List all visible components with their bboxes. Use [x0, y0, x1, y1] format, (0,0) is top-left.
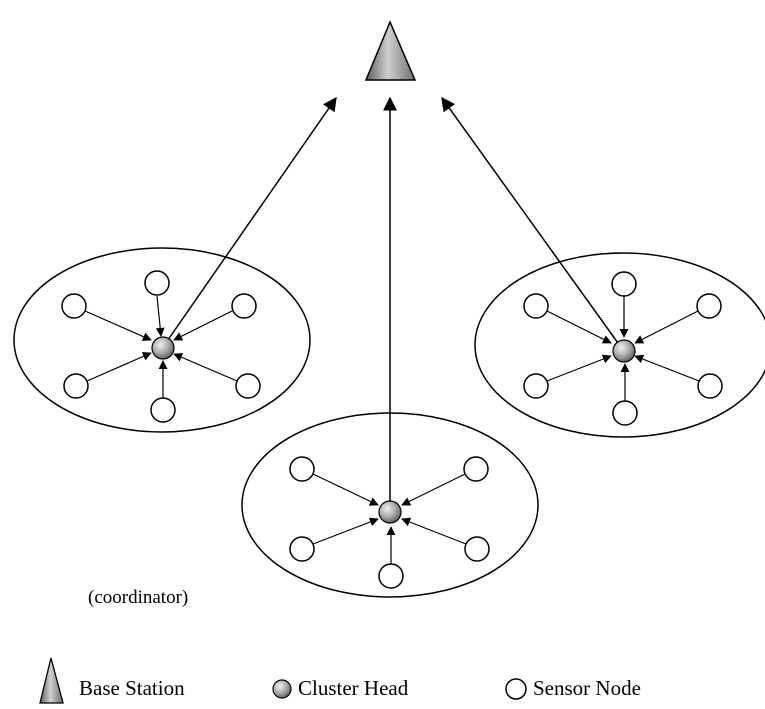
legend-cluster-head-label: Cluster Head	[298, 676, 409, 700]
cluster-boundary	[474, 252, 765, 438]
cluster-head-icon	[612, 339, 636, 363]
sensor-node-icon	[523, 293, 549, 319]
sensor-node-icon	[235, 373, 261, 399]
cluster-right	[474, 252, 765, 438]
cluster-boundary	[241, 412, 539, 598]
cluster-boundary	[13, 247, 311, 433]
cluster-head-icon	[151, 336, 175, 360]
sensor-node-icon	[150, 397, 176, 423]
sensor-node-icon	[63, 373, 89, 399]
sensor-node-icon	[612, 400, 638, 426]
sensor-node-icon	[464, 536, 490, 562]
legend-icons	[39, 657, 527, 704]
uplink-right	[441, 96, 624, 351]
base-station-icon	[364, 20, 417, 81]
sensor-node-icon	[289, 456, 315, 482]
legend-cluster-head-icon	[272, 679, 292, 699]
sensor-node-icon	[61, 293, 87, 319]
sensor-node-icon	[231, 293, 257, 319]
uplink-left	[162, 96, 337, 348]
sensor-node-icon	[289, 536, 315, 562]
sensor-node-icon	[696, 293, 722, 319]
sensor-node-icon	[611, 271, 637, 297]
sensor-node-icon	[378, 563, 404, 589]
sensor-node-icon	[144, 270, 170, 296]
sensor-node-icon	[523, 373, 549, 399]
coordinator-label: (coordinator)	[88, 587, 189, 608]
uplink-arrows	[162, 96, 624, 511]
legend-sensor-node-icon	[505, 678, 527, 700]
sensor-node-icon	[697, 373, 723, 399]
legend-base-station-label: Base Station	[79, 676, 185, 700]
legend-sensor-node-label: Sensor Node	[533, 676, 641, 700]
cluster-left	[13, 247, 311, 433]
legend-base-station-icon	[39, 657, 64, 704]
sensor-node-icon	[463, 456, 489, 482]
cluster-bottom	[241, 412, 539, 598]
cluster-head-icon	[378, 500, 402, 524]
